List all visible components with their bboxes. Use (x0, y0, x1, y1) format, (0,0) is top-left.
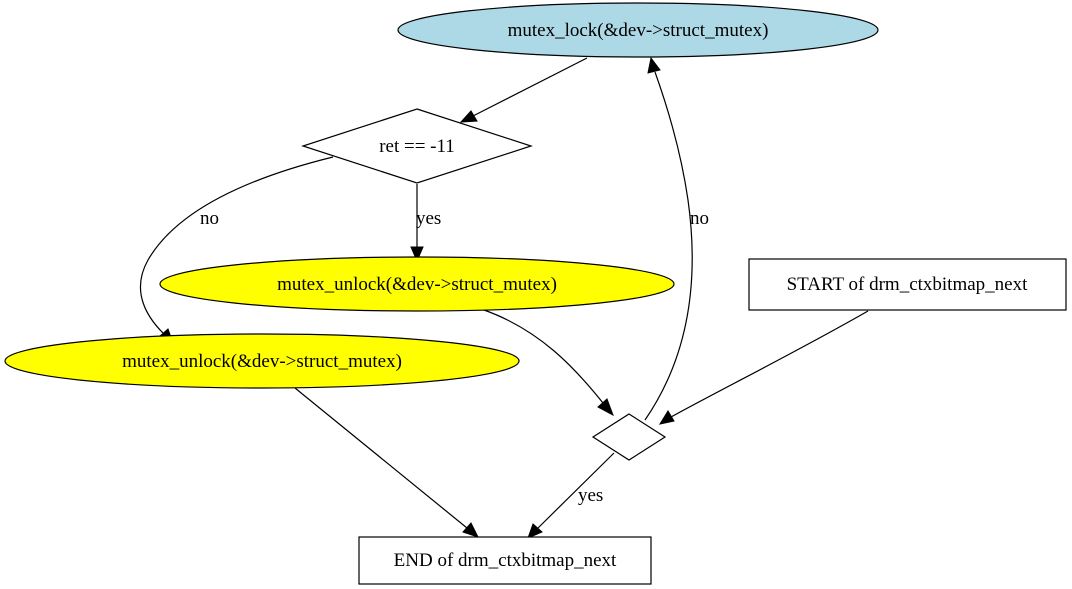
edge-label-ret-no: no (200, 208, 219, 229)
node-ret-check-shape (301, 108, 533, 184)
node-mutex-unlock-no-label: mutex_unlock(&dev->struct_mutex) (122, 351, 402, 372)
edge-label-ret-yes: yes (416, 208, 441, 229)
node-mutex-unlock-yes-shape (159, 256, 675, 312)
node-mutex-lock: mutex_lock(&dev->struct_mutex) (397, 2, 879, 58)
edge-ret-check-no: no (139, 156, 334, 344)
node-mutex-unlock-no: mutex_unlock(&dev->struct_mutex) (4, 333, 520, 389)
edge-label-decision-yes: yes (578, 485, 603, 506)
node-start-label: START of drm_ctxbitmap_next (787, 274, 1029, 295)
edge-unlock-yes-to-decision (483, 309, 614, 417)
edge-decision-yes: yes (527, 452, 615, 539)
node-ret-check: ret == -11 (301, 108, 533, 184)
node-decision (591, 413, 667, 461)
node-mutex-lock-shape (397, 2, 879, 58)
node-ret-check-label: ret == -11 (379, 136, 455, 157)
edge-unlock-no-to-end (294, 387, 479, 538)
edge-label-decision-no: no (690, 208, 709, 229)
edge-ret-check-yes: yes (410, 184, 441, 263)
node-decision-shape (591, 413, 667, 461)
node-mutex-unlock-yes: mutex_unlock(&dev->struct_mutex) (159, 256, 675, 312)
node-end-label: END of drm_ctxbitmap_next (394, 550, 617, 571)
node-mutex-unlock-yes-label: mutex_unlock(&dev->struct_mutex) (277, 274, 557, 295)
edge-decision-no: no (644, 56, 709, 421)
node-start: START of drm_ctxbitmap_next (748, 258, 1067, 311)
node-start-shape (748, 258, 1067, 311)
node-end: END of drm_ctxbitmap_next (358, 536, 652, 585)
node-mutex-unlock-no-shape (4, 333, 520, 389)
edge-lock-to-ret-check (459, 57, 588, 123)
nodes: mutex_lock(&dev->struct_mutex) ret == -1… (4, 2, 1067, 585)
edge-start-to-decision (658, 310, 869, 425)
node-end-shape (358, 536, 652, 585)
edges: no yes no yes (139, 56, 869, 539)
node-mutex-lock-label: mutex_lock(&dev->struct_mutex) (508, 20, 769, 41)
